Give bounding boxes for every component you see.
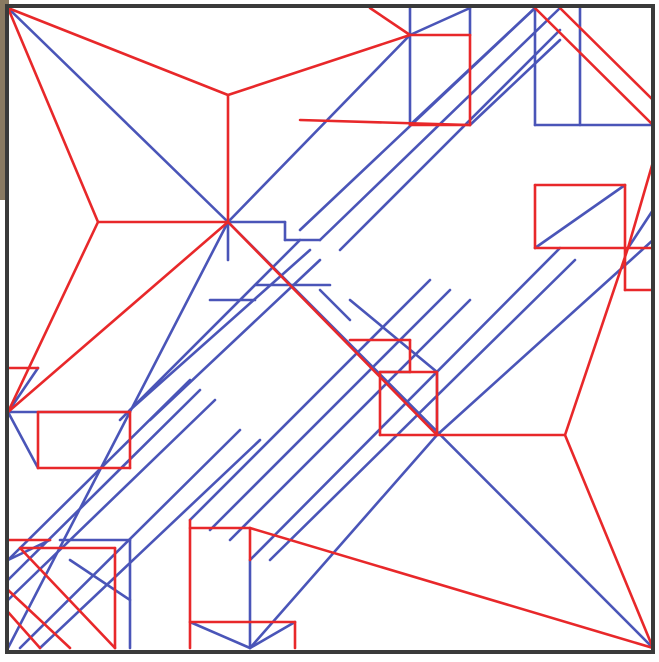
mountain-crease-13 (8, 222, 228, 412)
valley-crease-20 (40, 440, 260, 648)
mountain-crease-44 (8, 590, 70, 648)
mountain-crease-42 (560, 8, 653, 100)
valley-crease-37 (535, 185, 625, 248)
valley-crease-42 (410, 8, 470, 35)
mountain-crease-15 (370, 8, 410, 35)
valley-crease-31 (340, 30, 560, 250)
mountain-crease-11 (628, 162, 653, 248)
valley-crease-28 (270, 260, 575, 560)
mountain-crease-6 (565, 435, 653, 648)
valley-crease-4 (8, 222, 228, 648)
mountain-crease-2 (8, 8, 98, 222)
mountain-crease-14 (228, 222, 437, 435)
valley-crease-14 (190, 622, 250, 648)
valley-crease-9 (8, 412, 38, 468)
valley-crease-44 (320, 290, 350, 320)
valley-crease-22 (130, 250, 310, 410)
mountain-crease-3 (8, 222, 98, 412)
valley-crease-0 (8, 8, 228, 222)
valley-crease-26 (230, 300, 470, 540)
valley-crease-15 (250, 622, 295, 648)
mountain-crease-43 (535, 8, 653, 125)
valley-crease-2 (228, 35, 410, 222)
mountain-crease-1 (228, 35, 410, 95)
mountain-crease-10 (565, 248, 628, 435)
valley-crease-49 (70, 560, 130, 600)
mountain-crease-0 (8, 8, 228, 95)
